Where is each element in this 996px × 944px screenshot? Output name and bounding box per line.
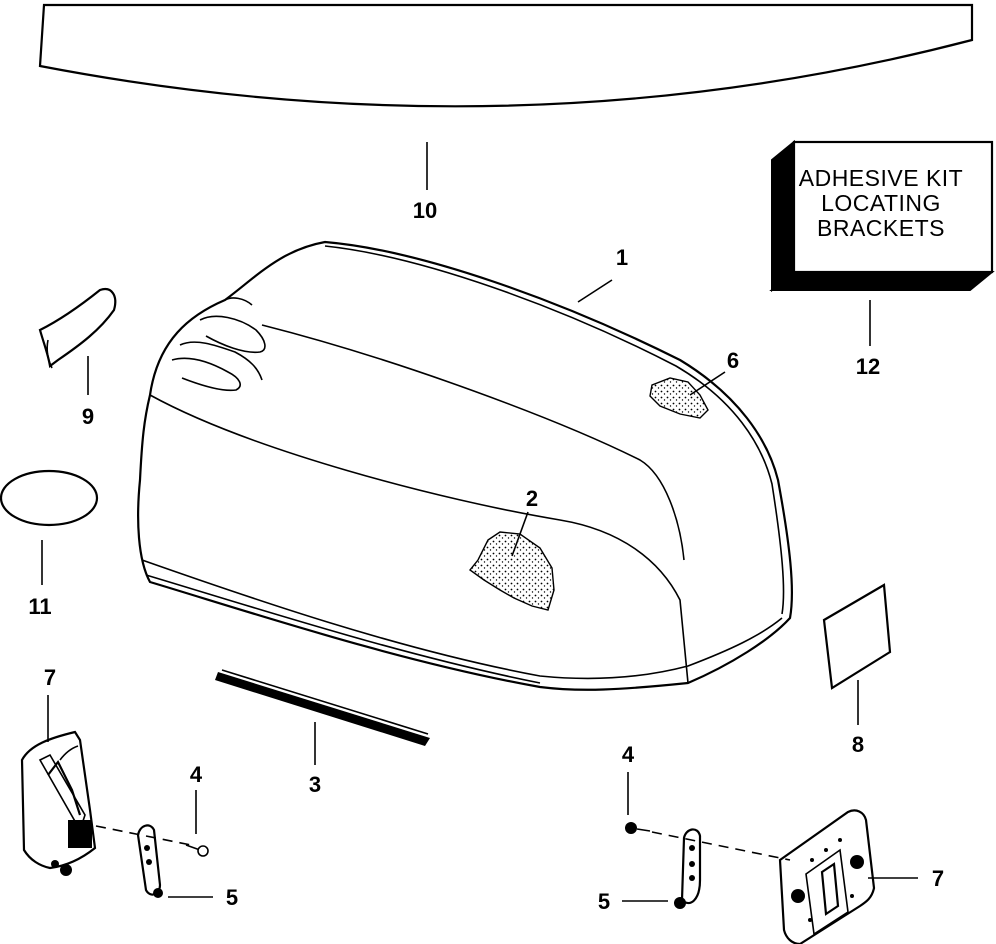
adhesive-box-line-3: BRACKETS [817,215,945,241]
latch-plate-right-part-5 [674,828,702,909]
callout-7-right: 7 [932,866,944,891]
callout-4-left: 4 [190,762,203,787]
adhesive-kit-box-part-12: ADHESIVE KIT LOCATING BRACKETS [769,139,995,293]
square-pad-part-8 [822,583,892,690]
callout-2: 2 [526,486,538,511]
callout-5-left: 5 [226,885,238,910]
decal-strip-part-10 [38,3,974,108]
assembly-line-left [95,825,197,847]
adhesive-box-line-2: LOCATING [821,190,941,216]
screw-right-part-4 [625,822,651,834]
callout-11: 11 [28,594,51,619]
callout-7-left: 7 [44,665,56,690]
oval-decal-part-11 [0,469,99,527]
leader-6 [689,371,726,396]
engine-cowl-part-1 [137,240,794,691]
assembly-line-right [651,831,791,861]
seal-strip-part-3 [215,669,430,746]
callout-12: 12 [856,354,880,379]
callout-5-right: 5 [598,889,610,914]
screw-left-part-4 [185,844,209,857]
adhesive-box-line-1: ADHESIVE KIT [799,165,963,191]
callout-9: 9 [82,404,94,429]
callout-1: 1 [616,245,628,270]
callout-10: 10 [413,198,437,223]
callout-3: 3 [309,772,321,797]
leader-2 [511,511,529,557]
adhesive-patch-part-2 [468,531,555,611]
callout-4-right: 4 [622,742,635,767]
latch-bracket-left-part-7 [20,730,97,876]
callout-6: 6 [727,348,739,373]
leader-1 [577,279,613,303]
latch-bracket-right-part-7 [778,809,876,944]
latch-plate-left-part-5 [136,824,163,898]
adhesive-patch-part-6 [649,377,709,419]
curved-trim-part-9 [38,288,117,369]
callout-8: 8 [852,732,864,757]
